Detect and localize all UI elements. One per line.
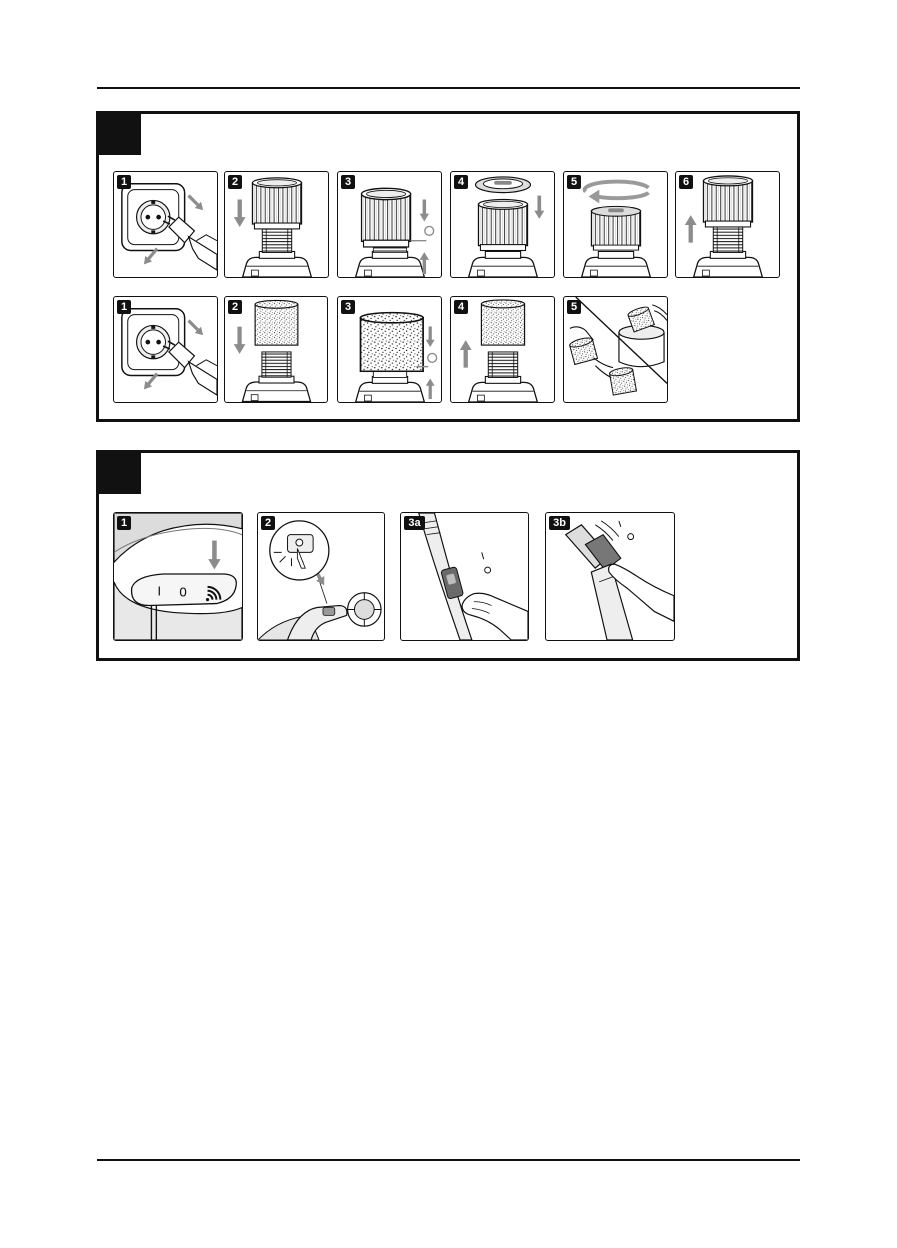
step-badge: 1 (117, 175, 131, 189)
arrow-down-icon (420, 199, 429, 221)
switch-on-label: I (157, 585, 161, 600)
step-panel-sponge-fit: 3 (337, 296, 442, 403)
motor-base (242, 376, 310, 401)
motor-base (356, 251, 425, 277)
step-panel-button-press: 2 (257, 512, 385, 641)
sponge-filter (361, 313, 424, 372)
hand (462, 593, 528, 640)
step-badge: 2 (228, 300, 242, 314)
power-switch: I 0 (132, 574, 237, 606)
motor-base (469, 251, 538, 277)
motor-base (694, 251, 763, 277)
arrow-down-icon (234, 327, 246, 354)
rotate-arrow-icon (585, 182, 649, 204)
section-2-box: 1 I 0 2 (96, 450, 800, 661)
lock-ring-icon (428, 353, 437, 362)
step-badge: 4 (454, 175, 468, 189)
step-panel-hose-slider: 3a (400, 512, 529, 641)
step-panel-lid-place: 4 (450, 171, 555, 278)
filter-cage (713, 227, 742, 253)
sponge-filter (255, 300, 298, 345)
footer-rule (97, 1159, 800, 1161)
step-badge: 4 (454, 300, 468, 314)
wheel (348, 593, 381, 626)
section-2-marker (96, 450, 141, 494)
step-badge: 2 (261, 516, 275, 530)
filter-cartridge (362, 188, 411, 247)
filter-lid (591, 206, 640, 216)
arrow-down-icon (208, 541, 220, 570)
step-panel-sponge-wash: 5 (563, 296, 668, 403)
step-badge: 3 (341, 300, 355, 314)
power-switch-icon: I 0 (114, 513, 242, 640)
step-panel-unplug: 1 (113, 171, 218, 278)
sponge-filter (481, 300, 524, 345)
arrow-up-icon (460, 340, 472, 367)
step-badge: 1 (117, 516, 131, 530)
step-badge: 6 (679, 175, 693, 189)
filter-cage (262, 227, 291, 253)
step-panel-filter-lock: 3 (337, 171, 442, 278)
step-badge: 1 (117, 300, 131, 314)
step-panel-sponge-lower: 2 (224, 296, 328, 403)
step-panel-sponge-remove: 4 (450, 296, 555, 403)
section-1-box: 1 2 3 4 (96, 111, 800, 422)
step-badge: 5 (567, 175, 581, 189)
filter-cage (262, 352, 291, 377)
switch-off-label: 0 (179, 586, 187, 601)
filter-cartridge (252, 178, 301, 229)
step-badge: 3 (341, 175, 355, 189)
step-panel-power-switch: 1 I 0 (113, 512, 243, 641)
step-panel-unplug: 1 (113, 296, 218, 403)
step-panel-nozzle-grip: 3b (545, 512, 675, 641)
arrow-down-icon (534, 196, 544, 219)
button-press-icon (258, 513, 384, 640)
filter-cartridge (703, 176, 752, 227)
step-badge: 5 (567, 300, 581, 314)
motor-base (582, 251, 651, 277)
step-panel-lid-turn: 5 (563, 171, 668, 278)
lock-ring-icon (425, 226, 434, 235)
hose-slider-icon (401, 513, 528, 640)
header-rule (97, 87, 800, 89)
section-1-marker (96, 111, 141, 155)
step-badge: 2 (228, 175, 242, 189)
step-badge: 3a (404, 516, 425, 530)
magnifier-inset (270, 521, 329, 580)
motor-base (243, 251, 312, 277)
filter-cage (488, 352, 517, 378)
step-badge: 3b (549, 516, 570, 530)
motor-base (469, 376, 538, 402)
arrow-up-icon (426, 378, 435, 399)
filter-lid (476, 177, 531, 193)
step-panel-filter-lower: 2 (224, 171, 329, 278)
filter-cartridge (478, 199, 527, 250)
nozzle-grip-icon (546, 513, 674, 640)
step-panel-filter-remove: 6 (675, 171, 780, 278)
arrow-up-icon (685, 215, 697, 242)
arrow-down-icon (234, 199, 246, 226)
motor-base (356, 376, 425, 402)
wash-pot (619, 325, 664, 366)
arrow-down-icon (426, 326, 435, 347)
